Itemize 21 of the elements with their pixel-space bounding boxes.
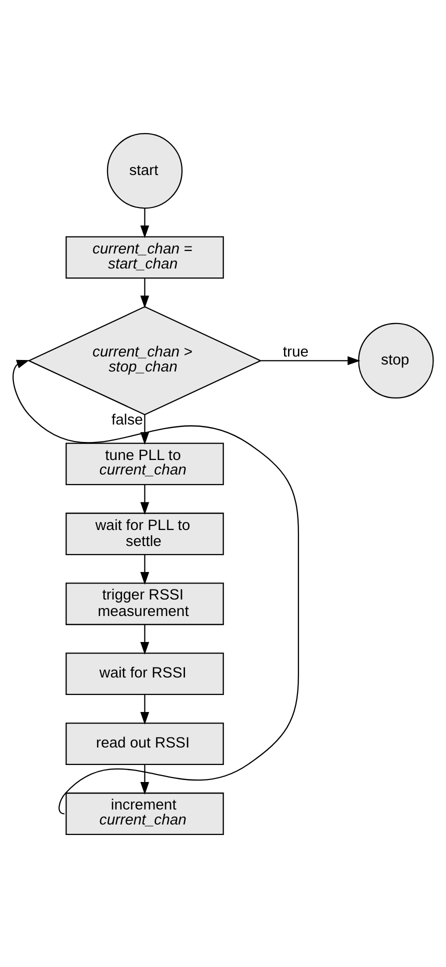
node-box: wait for PLL to settle xyxy=(66,512,224,555)
arrow xyxy=(140,694,150,724)
node-box: wait for RSSI xyxy=(66,652,224,695)
node-diamond: current_chan > stop_chan xyxy=(28,306,262,415)
arrow xyxy=(140,278,150,308)
node-box: current_chan = start_chan xyxy=(66,236,224,278)
arrow xyxy=(261,356,360,365)
edge-label: false xyxy=(111,412,143,428)
node-box: read out RSSI xyxy=(66,722,224,765)
arrow xyxy=(140,764,150,794)
edge-label: true xyxy=(282,344,309,360)
node-box: trigger RSSI measurement xyxy=(66,582,224,625)
arrow xyxy=(140,624,150,654)
arrow xyxy=(140,554,150,584)
arrow xyxy=(140,414,150,444)
node-box: increment current_chan xyxy=(66,792,224,834)
arrow xyxy=(140,208,150,238)
node-circle: start xyxy=(106,132,183,208)
arrow xyxy=(140,484,150,514)
node-circle: stop xyxy=(358,322,434,398)
node-box: tune PLL to current_chan xyxy=(66,442,224,485)
